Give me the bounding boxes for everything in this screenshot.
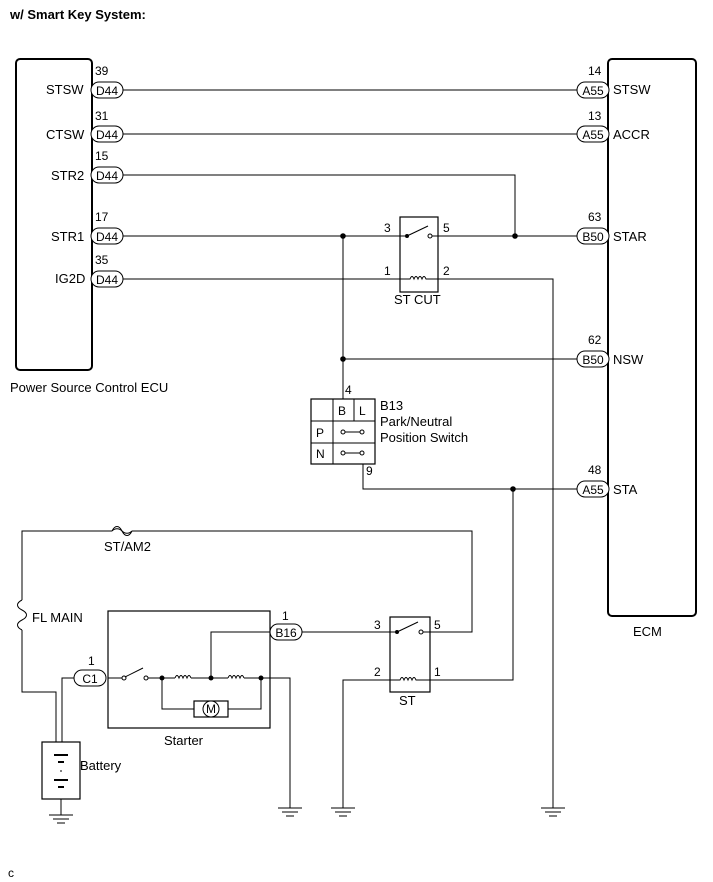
connector-b16: B16 (269, 623, 303, 641)
st-cut-label: ST CUT (394, 292, 441, 307)
svg-text:D44: D44 (96, 128, 118, 142)
ecu-pin-str1: STR1 (51, 229, 84, 244)
connector-a55-stsw: A55 (576, 81, 610, 99)
st-relay (389, 616, 431, 693)
svg-text:D44: D44 (96, 169, 118, 183)
ecm-pin-num-13: 13 (588, 109, 602, 123)
pn-row-p: P (316, 426, 324, 440)
st-cut-pin2: 2 (443, 264, 450, 278)
ecu-pin-stsw: STSW (46, 82, 84, 97)
st-cut-pin1: 1 (384, 264, 391, 278)
c1-pin-1: 1 (88, 654, 95, 668)
st-relay-pin5: 5 (434, 618, 441, 632)
connector-b50-nsw: B50 (576, 350, 610, 368)
svg-text:B50: B50 (582, 230, 604, 244)
st-cut-pin3: 3 (384, 221, 391, 235)
ecu-pin-ctsw: CTSW (46, 127, 85, 142)
starter (107, 610, 271, 729)
svg-text:A55: A55 (582, 84, 604, 98)
ecu-pin-ig2d: IG2D (55, 271, 85, 286)
ecu-pin-num-39: 39 (95, 64, 109, 78)
battery-label: Battery (80, 758, 122, 773)
junction-dots (340, 233, 518, 492)
svg-text:D44: D44 (96, 230, 118, 244)
park-neutral-switch (310, 398, 376, 465)
power-source-ecu-box (15, 58, 93, 371)
ground-icon-starter (278, 807, 302, 817)
footer-mark: c (8, 866, 14, 880)
st-relay-pin1: 1 (434, 665, 441, 679)
svg-text:D44: D44 (96, 273, 118, 287)
pn-name-line1: Park/Neutral (380, 414, 452, 429)
connector-a55-accr: A55 (576, 125, 610, 143)
connector-b50-star: B50 (576, 227, 610, 245)
b16-pin-1: 1 (282, 609, 289, 623)
ecm-label: ECM (633, 624, 662, 639)
connector-d44-ctsw: D44 (90, 125, 124, 143)
ecm-pin-sta: STA (613, 482, 638, 497)
starter-label: Starter (164, 733, 204, 748)
connector-c1: C1 (73, 669, 107, 687)
pn-row-n: N (316, 447, 325, 461)
svg-text:B50: B50 (582, 353, 604, 367)
pn-pin-4: 4 (345, 383, 352, 397)
battery (41, 741, 81, 815)
st-relay-pin3: 3 (374, 618, 381, 632)
ecu-pin-num-31: 31 (95, 109, 109, 123)
pn-name-line2: Position Switch (380, 430, 468, 445)
svg-text:B16: B16 (275, 626, 297, 640)
pn-pin-9: 9 (366, 464, 373, 478)
ecm-pin-accr: ACCR (613, 127, 650, 142)
ecm-pin-num-62: 62 (588, 333, 602, 347)
ecu-pin-num-35: 35 (95, 253, 109, 267)
c1-wire (61, 677, 74, 742)
st-cut-pin5: 5 (443, 221, 450, 235)
st-relay-pin2: 2 (374, 665, 381, 679)
ground-icon-st-relay (331, 807, 355, 817)
svg-text:A55: A55 (582, 483, 604, 497)
connector-d44-str2: D44 (90, 166, 124, 184)
ground-icon-battery (49, 814, 73, 824)
ecm-box (607, 58, 697, 617)
power-source-ecu-label: Power Source Control ECU (10, 380, 168, 395)
ecu-pin-num-15: 15 (95, 149, 109, 163)
ecm-pin-star: STAR (613, 229, 647, 244)
svg-text:C1: C1 (82, 672, 98, 686)
svg-text:D44: D44 (96, 84, 118, 98)
st-am2-fuse (111, 526, 133, 536)
connector-d44-ig2d: D44 (90, 270, 124, 288)
ecm-pin-num-63: 63 (588, 210, 602, 224)
st-am2-label: ST/AM2 (104, 539, 151, 554)
pn-connector-b13: B13 (380, 398, 403, 413)
pn-col-b: B (338, 404, 346, 418)
connector-d44-str1: D44 (90, 227, 124, 245)
wires (21, 89, 577, 808)
st-cut-relay (399, 216, 439, 293)
st-relay-label: ST (399, 693, 416, 708)
ecm-pin-num-14: 14 (588, 64, 602, 78)
ecm-pin-stsw: STSW (613, 82, 651, 97)
ground-icon-st-cut (541, 807, 565, 817)
pn-col-l: L (359, 404, 366, 418)
page-title: w/ Smart Key System: (9, 7, 146, 22)
ecm-pin-nsw: NSW (613, 352, 644, 367)
ground-icons (49, 807, 565, 824)
motor-icon: M (206, 702, 216, 716)
connector-a55-sta: A55 (576, 480, 610, 498)
ecu-pin-num-17: 17 (95, 210, 109, 224)
svg-text:A55: A55 (582, 128, 604, 142)
fl-main-fuse (17, 599, 27, 631)
ecm-pin-num-48: 48 (588, 463, 602, 477)
ecu-pin-str2: STR2 (51, 168, 84, 183)
fl-main-label: FL MAIN (32, 610, 83, 625)
connector-d44-stsw: D44 (90, 81, 124, 99)
